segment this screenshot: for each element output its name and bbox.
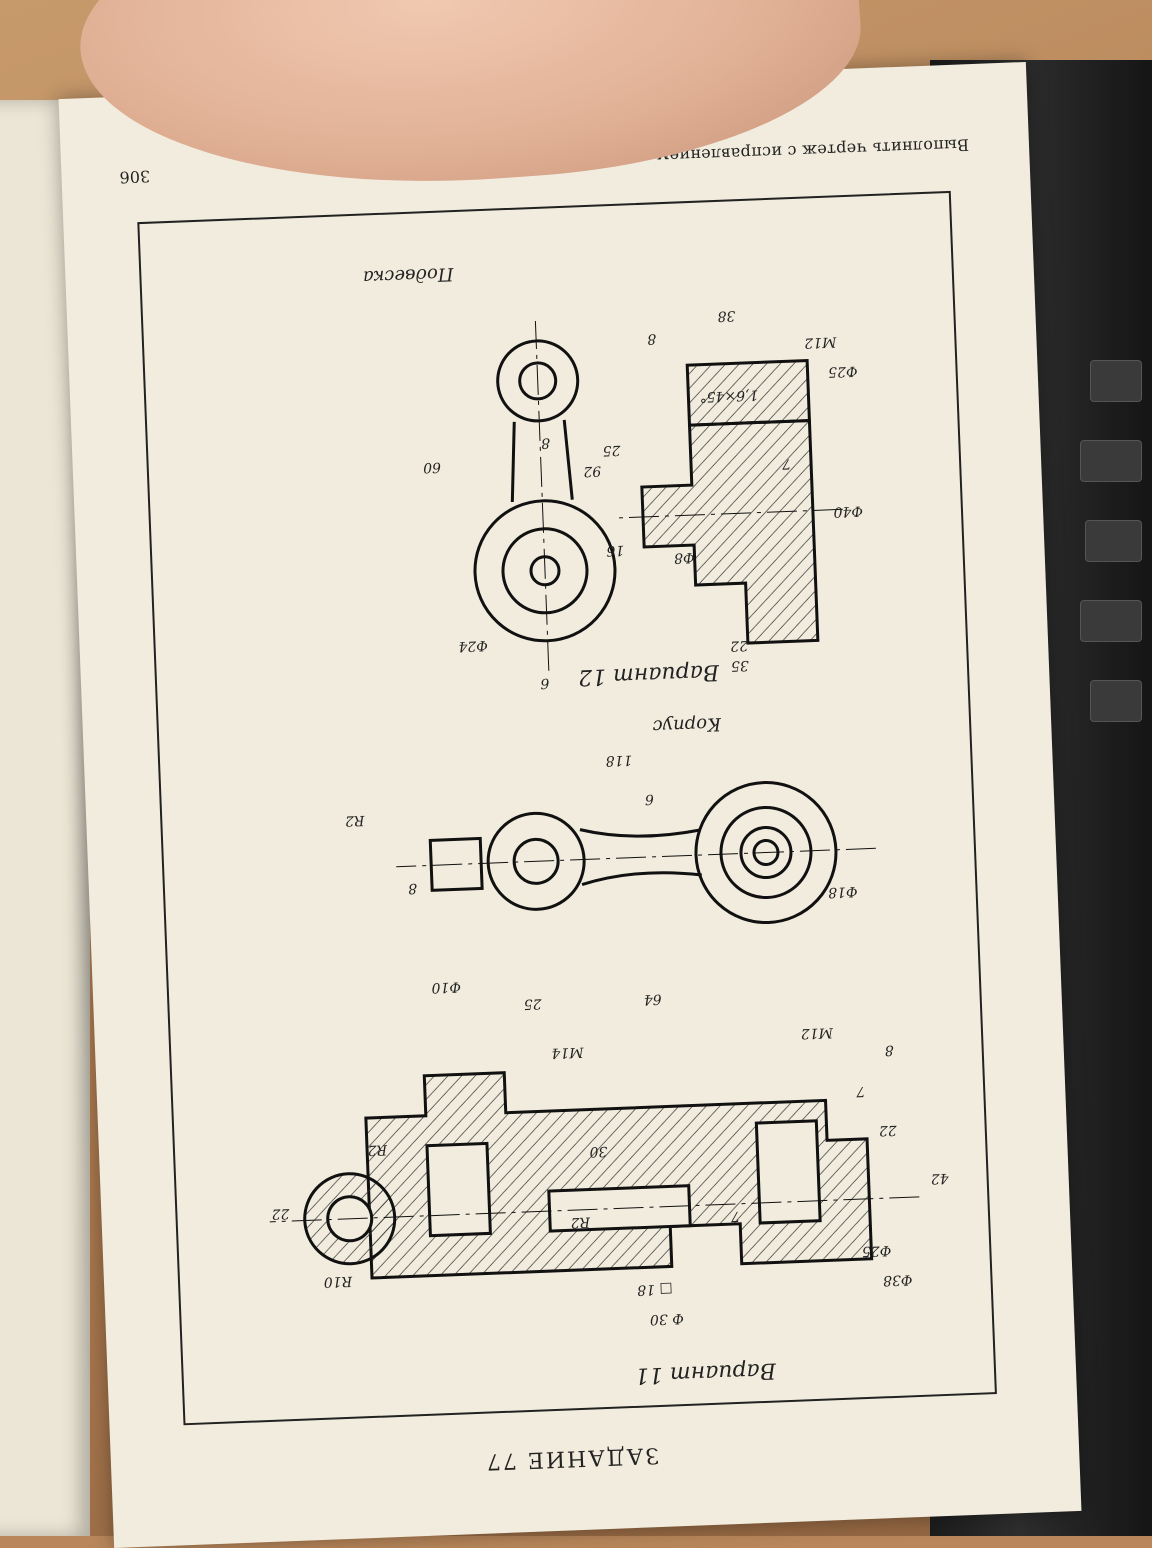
dimension: 38 xyxy=(717,307,736,324)
variant11-top-view xyxy=(396,781,876,925)
dimension: 16 xyxy=(606,541,625,559)
dimension: R10 xyxy=(323,1272,353,1290)
dimension: 22 xyxy=(878,1121,898,1139)
dimension: 118 xyxy=(605,751,633,769)
dimension: Ф18 xyxy=(827,883,858,901)
keyboard-key xyxy=(1080,440,1142,482)
dimension: 8 xyxy=(884,1041,894,1059)
keyboard-key xyxy=(1090,360,1142,402)
dimension: 25 xyxy=(602,441,621,459)
dimension: R2 xyxy=(570,1213,591,1231)
dimension: 6 xyxy=(644,790,655,808)
dimension: 35 xyxy=(730,657,750,674)
dimension: Ф25 xyxy=(861,1241,892,1260)
book-page: Выполнить чертеж с исправлением допущенн… xyxy=(58,61,1082,1548)
technical-drawings xyxy=(269,320,920,1280)
dimension: M12 xyxy=(803,333,837,351)
dimension: Ф 30 xyxy=(649,1310,685,1328)
variant12-section-view xyxy=(613,359,843,645)
page-content-upside-down: Выполнить чертеж с исправлением допущенн… xyxy=(59,62,1082,1548)
dimension: 92 xyxy=(583,462,602,480)
dimension: □ 18 xyxy=(636,1280,673,1298)
dimension: 7 xyxy=(730,1207,741,1225)
dimension: 30 xyxy=(589,1142,608,1160)
variant12-top-view xyxy=(473,320,617,671)
dimension: Ф40 xyxy=(833,502,864,520)
dimension: M12 xyxy=(800,1024,834,1042)
dimension: 7 xyxy=(781,455,792,472)
variant11-section-view xyxy=(269,1071,920,1280)
keyboard-key xyxy=(1080,600,1142,642)
dimension: R2 xyxy=(367,1141,388,1159)
dimension: R2 xyxy=(344,811,365,829)
dimension: Ф24 xyxy=(458,637,489,655)
dimension: Ф10 xyxy=(431,978,462,996)
dimension: 60 xyxy=(422,458,442,476)
dimension: 42 xyxy=(930,1169,949,1187)
variant12-part-name: Подвеска xyxy=(362,263,454,288)
dimension: 25 xyxy=(523,995,542,1012)
dimension: Ф8 xyxy=(673,549,695,566)
variant11-part-name: Корпус xyxy=(652,713,722,737)
dimension: 6 xyxy=(540,674,550,692)
dimension: 1,6×45° xyxy=(699,386,759,405)
dimension: M14 xyxy=(551,1043,584,1061)
dimension: 7 xyxy=(855,1082,866,1100)
keyboard-key xyxy=(1090,680,1142,722)
dimension: 8 xyxy=(646,330,657,347)
dimension: 8 xyxy=(407,879,418,897)
dimension: 22 xyxy=(271,1205,290,1222)
dimension: 8 xyxy=(540,434,551,451)
dimension: 64 xyxy=(643,990,662,1008)
dimension: Ф25 xyxy=(827,362,858,380)
dimension: Ф38 xyxy=(882,1271,913,1289)
keyboard-key xyxy=(1085,520,1142,562)
dimension: 22 xyxy=(729,637,749,654)
